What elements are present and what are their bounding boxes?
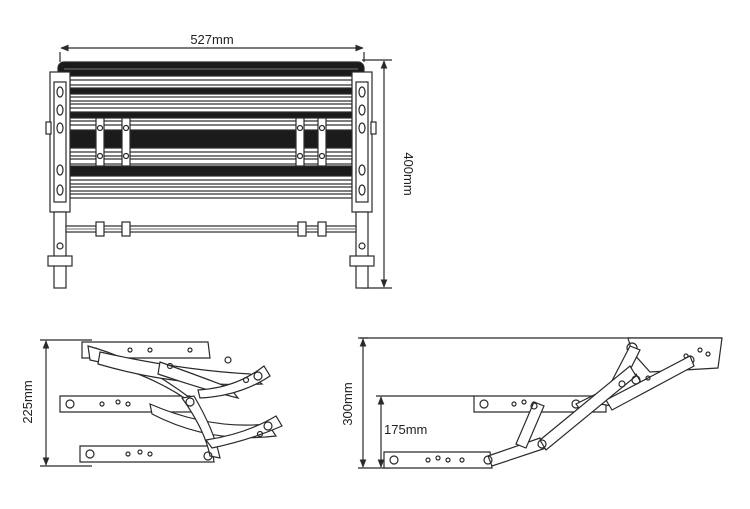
lower-step-height-label: 175mm	[384, 422, 427, 437]
front-view	[45, 44, 392, 289]
lower-step-height-dimension	[376, 395, 474, 468]
folded-height-label: 225mm	[20, 380, 35, 423]
front-width-label: 527mm	[190, 32, 233, 47]
lower-cross-bar	[65, 221, 357, 237]
inner-brackets	[95, 117, 327, 167]
folded-upper-tread	[59, 395, 195, 413]
right-side-plate	[351, 71, 377, 213]
left-side-plate	[45, 71, 71, 213]
side-view-folded	[40, 339, 283, 467]
front-width-dimension	[59, 44, 365, 62]
front-height-label: 400mm	[401, 152, 416, 195]
extended-linkage-arms	[483, 345, 695, 467]
folded-linkage-arms	[87, 345, 283, 461]
extended-height-dimension	[358, 337, 390, 469]
tread-slats	[69, 79, 353, 199]
support-legs	[47, 211, 375, 289]
extended-height-label: 300mm	[340, 382, 355, 425]
folded-lower-tread	[79, 445, 215, 463]
side-view-extended	[358, 337, 723, 469]
top-rail	[57, 61, 365, 77]
folded-height-dimension	[40, 339, 92, 467]
